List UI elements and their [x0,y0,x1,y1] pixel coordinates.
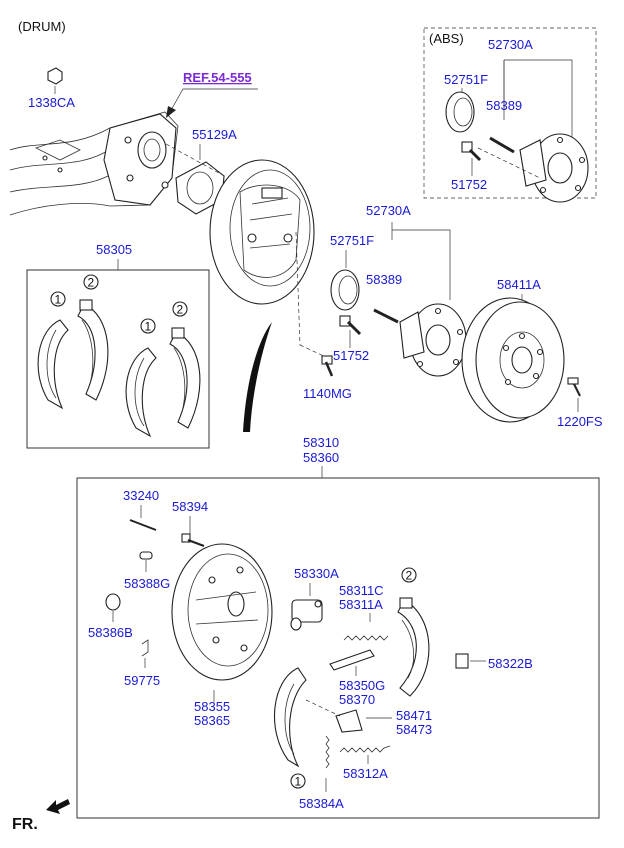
leader-ref [169,88,258,113]
brake-shoe-left [274,667,307,768]
drum-title: (DRUM) [18,19,66,34]
pin-33240 [129,519,157,531]
abs-group-box [423,27,597,199]
direction-label: FR. [12,816,38,833]
label-abs-52751f[interactable]: 52751F [444,72,488,87]
label-51752[interactable]: 51752 [333,348,369,363]
leader-abs-hub-b [503,59,573,140]
svg-text:1: 1 [55,293,62,307]
abs-axis [477,147,541,179]
brake-shoe-1a [37,319,69,410]
axis-lever [305,699,341,717]
label-abs-51752[interactable]: 51752 [451,177,487,192]
spring-58311 [343,635,389,641]
circle-marker-1c: 1 [290,773,306,789]
label-52730a[interactable]: 52730A [366,203,411,218]
label-58311c[interactable]: 58311C [339,583,384,598]
backing-plate-58355 [171,543,273,681]
abs-hub [519,133,589,203]
axis-backing-b [299,344,329,359]
label-58473[interactable]: 58473 [396,722,432,737]
label-52751f[interactable]: 52751F [330,233,374,248]
knuckle-sketch [9,111,179,216]
brake-shoe-right [397,597,430,697]
brake-shoe-2b [169,327,201,429]
label-58388g[interactable]: 58388G [124,576,170,591]
label-33240[interactable]: 33240 [123,488,159,503]
assembly-box [76,477,600,819]
label-1338ca[interactable]: 1338CA [28,95,75,110]
label-58311a[interactable]: 58311A [339,597,383,612]
label-58394[interactable]: 58394 [172,499,208,514]
ref-link[interactable]: REF.54-555 [183,70,252,85]
gasket-55129a [175,161,225,215]
spring-58384a [325,735,330,769]
label-58355[interactable]: 58355 [194,699,230,714]
label-58411a[interactable]: 58411A [497,277,541,292]
circle-marker-2b: 2 [172,301,188,317]
label-58305[interactable]: 58305 [96,242,132,257]
svg-text:1: 1 [145,320,152,334]
circle-marker-1b: 1 [140,318,156,334]
stud-58389 [373,308,399,324]
front-arrow-icon [46,799,70,814]
clip-59775 [141,639,149,657]
label-1140mg[interactable]: 1140MG [303,386,352,401]
spring-58312a [339,745,391,753]
label-58312a[interactable]: 58312A [343,766,388,781]
label-58310[interactable]: 58310 [303,435,339,450]
clip-58322b [455,653,469,669]
label-58365[interactable]: 58365 [194,713,230,728]
label-58471[interactable]: 58471 [396,708,432,723]
abs-stud [489,136,515,154]
seal-52751f [330,269,360,311]
cap-58386b [105,593,121,611]
label-58386b[interactable]: 58386B [88,625,133,640]
bolt-51752 [339,315,362,336]
nut-1338ca [47,67,63,85]
lever-58471 [335,709,363,733]
drum-58411a [461,297,565,423]
adjuster-58350g [329,649,375,671]
leader-52730a [391,222,451,300]
label-58350g[interactable]: 58350G [339,678,385,693]
label-58384a[interactable]: 58384A [299,796,344,811]
bolt-1140mg [321,355,334,377]
label-59775[interactable]: 59775 [124,673,160,688]
label-58322b[interactable]: 58322B [488,656,533,671]
label-58360[interactable]: 58360 [303,450,339,465]
backing-plate-top [209,159,315,305]
wheel-cylinder-58330a [290,599,323,631]
abs-seal-ring [445,91,475,133]
pin-58394 [181,533,205,548]
abs-title: (ABS) [429,31,464,46]
ref-arrow-icon [166,106,176,118]
circle-marker-2a: 2 [83,274,99,290]
abs-bolt [461,141,482,162]
label-abs-52730a[interactable]: 52730A [488,37,533,52]
hub-52730a [399,303,467,377]
label-58370[interactable]: 58370 [339,692,375,707]
svg-text:2: 2 [88,276,95,290]
brake-shoe-2a [77,299,109,401]
label-abs-58389[interactable]: 58389 [486,98,522,113]
label-55129a[interactable]: 55129A [192,127,237,142]
svg-text:1: 1 [295,775,302,789]
label-58389[interactable]: 58389 [366,272,402,287]
circle-marker-2c: 2 [401,567,417,583]
label-1220fs[interactable]: 1220FS [557,414,603,429]
axis-backing [295,231,301,346]
swoosh-accent [243,322,272,432]
circle-marker-1a: 1 [50,291,66,307]
brake-shoe-1b [125,347,157,438]
screw-1220fs [567,377,581,397]
svg-text:2: 2 [406,569,413,583]
shoe-kit-box [26,269,210,449]
plug-58388g [139,551,153,560]
label-58330a[interactable]: 58330A [294,566,339,581]
svg-text:2: 2 [177,303,184,317]
